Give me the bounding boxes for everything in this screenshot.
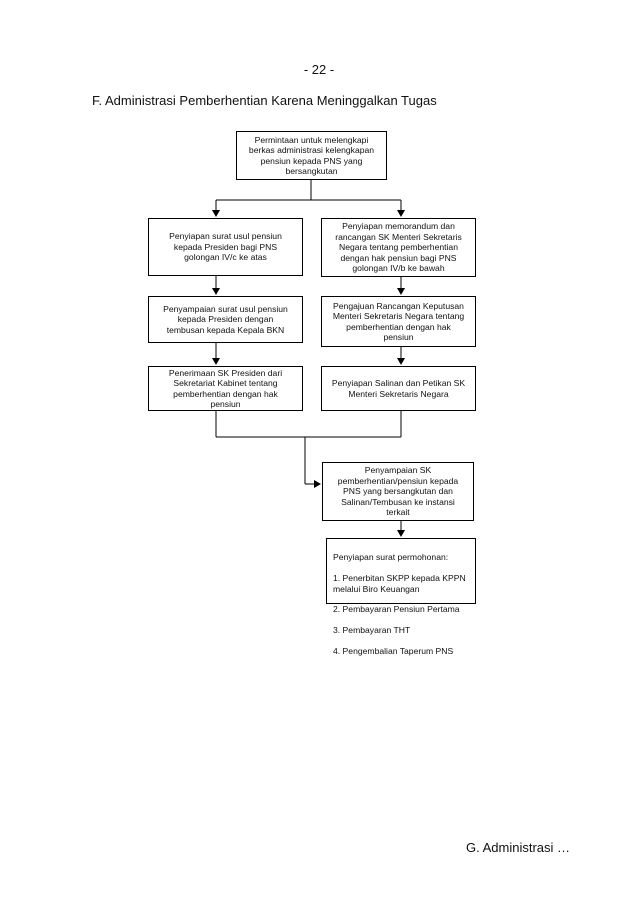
flow-box-left-3-text: Penerimaan SK Presiden dari Sekretariat …	[168, 367, 283, 409]
flow-box-left-2: Penyampaian surat usul pensiun kepada Pr…	[148, 296, 303, 343]
flow-box-left-2-text: Penyampaian surat usul pensiun kepada Pr…	[163, 303, 288, 335]
flow-box-start: Permintaan untuk melengkapi berkas admin…	[236, 131, 387, 180]
page-number: - 22 -	[303, 62, 335, 77]
final-item-2: 2. Pembayaran Pensiun Pertama	[333, 604, 460, 615]
flow-box-merge: Penyampaian SK pemberhentian/pensiun kep…	[322, 462, 474, 521]
final-item-3: 3. Pembayaran THT	[333, 625, 411, 636]
flow-box-left-3: Penerimaan SK Presiden dari Sekretariat …	[148, 366, 303, 411]
flow-box-final: Penyiapan surat permohonan: 1. Penerbita…	[326, 538, 476, 656]
section-title: F. Administrasi Pemberhentian Karena Men…	[92, 93, 437, 108]
flow-box-right-1-text: Penyiapan memorandum dan rancangan SK Me…	[335, 221, 462, 274]
flow-box-start-text: Permintaan untuk melengkapi berkas admin…	[248, 134, 375, 176]
flow-box-left-1-text: Penyiapan surat usul pensiun kepada Pres…	[169, 231, 282, 263]
final-item-4: 4. Pengembalian Taperum PNS	[333, 646, 454, 657]
final-heading: Penyiapan surat permohonan:	[333, 552, 449, 563]
flow-box-merge-text: Penyampaian SK pemberhentian/pensiun kep…	[337, 465, 459, 518]
flow-box-right-1: Penyiapan memorandum dan rancangan SK Me…	[321, 218, 476, 277]
flow-box-right-3-text: Penyiapan Salinan dan Petikan SK Menteri…	[331, 378, 466, 399]
flow-box-right-3: Penyiapan Salinan dan Petikan SK Menteri…	[321, 366, 476, 411]
flow-box-right-2-text: Pengajuan Rancangan Keputusan Menteri Se…	[332, 300, 465, 342]
final-item-1: 1. Penerbitan SKPP kepada KPPN melalui B…	[333, 573, 466, 594]
flow-box-left-1: Penyiapan surat usul pensiun kepada Pres…	[148, 218, 303, 276]
flow-box-right-2: Pengajuan Rancangan Keputusan Menteri Se…	[321, 296, 476, 347]
next-section-footer: G. Administrasi …	[466, 840, 571, 855]
flow-box-final-content: Penyiapan surat permohonan: 1. Penerbita…	[333, 542, 466, 667]
